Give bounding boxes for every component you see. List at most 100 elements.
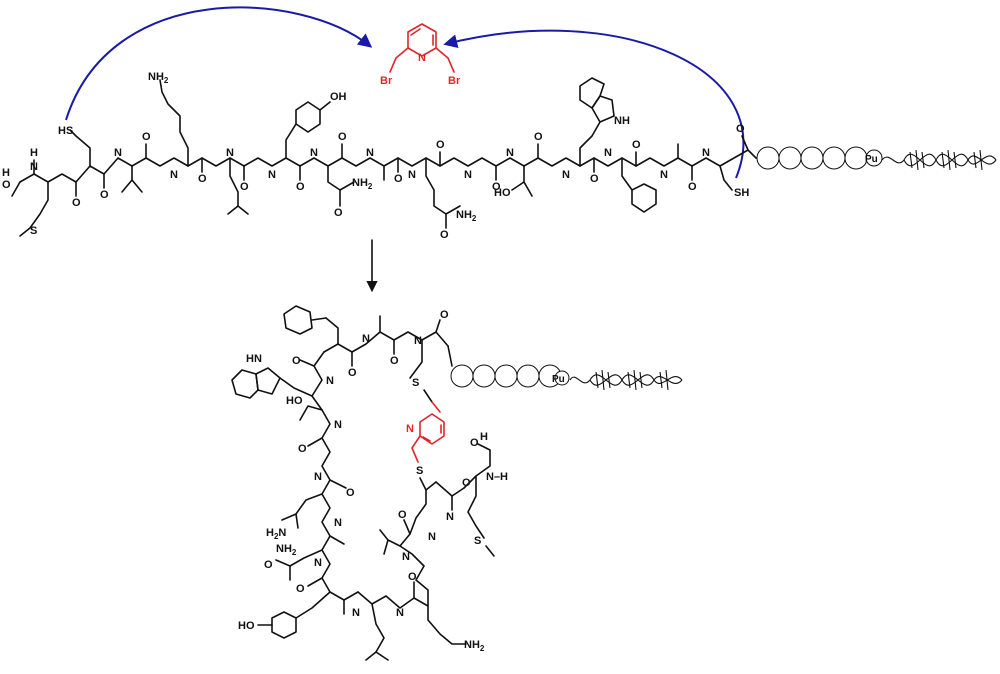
bromine-left-label: Br — [380, 75, 393, 87]
bead-linker-icon — [494, 364, 518, 388]
trp-nh-label: HN — [246, 353, 262, 365]
amide-n-label: N — [352, 607, 360, 619]
dna-helix-icon — [589, 369, 683, 391]
macrocyclic-peptide: O O O N N S N S Pu — [231, 305, 683, 661]
carbonyl-o-label: O — [298, 443, 307, 455]
bis-bromomethyl-pyridine: N Br Br — [380, 23, 461, 87]
bead-linker-icon — [756, 146, 780, 170]
lys-nh2-label: NH2 — [464, 639, 485, 653]
amide-n-label: N — [506, 147, 514, 159]
bead-linker-icon — [450, 364, 474, 388]
formyl-h-label: H — [2, 167, 10, 179]
formyl-h-label: H — [30, 147, 38, 159]
linear-peptide: O O O O O O O O O O O O O O O N N N N N … — [2, 71, 997, 241]
amide-n-label: N — [402, 551, 410, 563]
trp-nh-label: NH — [614, 115, 630, 127]
bead-linker-icon — [844, 146, 868, 170]
bead-linker-icon — [516, 364, 540, 388]
gln-nh2-label: NH2 — [456, 209, 477, 223]
asn-nh2-label: NH2 — [276, 543, 297, 557]
carbonyl-o-label: O — [346, 487, 355, 499]
formyl-o-label: O — [2, 179, 11, 191]
carbonyl-o-label: O — [398, 509, 407, 521]
dna-helix-icon — [903, 149, 997, 171]
carbonyl-o-label: O — [100, 189, 109, 201]
amide-n-label: N — [464, 169, 472, 181]
carbonyl-o-label: O — [394, 173, 403, 185]
formyl-h-label: H — [480, 431, 488, 443]
puromycin-label: Pu — [552, 374, 565, 385]
asn-o-label: O — [334, 207, 343, 219]
carbonyl-o-label: O — [198, 173, 207, 185]
carbonyl-o-label: O — [296, 583, 305, 595]
amide-n-label: N — [428, 531, 436, 543]
puromycin-label: Pu — [865, 154, 878, 165]
amide-n-label: N — [326, 375, 334, 387]
amide-n-label: N — [366, 147, 374, 159]
carbonyl-o-label: O — [240, 181, 249, 193]
carbonyl-o-label: O — [296, 181, 305, 193]
carbonyl-o-label: O — [736, 123, 745, 135]
amide-n-label: N — [310, 147, 318, 159]
formyl-nh-label: N–H — [486, 471, 508, 483]
pyridine-linker: N — [406, 401, 445, 463]
asn-o-label: O — [264, 559, 273, 571]
amide-n-label: N — [362, 333, 370, 345]
gln-nh2-label: H2N — [266, 527, 286, 541]
carbonyl-o-label: O — [348, 367, 357, 379]
carbonyl-o-label: O — [436, 139, 445, 151]
nucleophilic-attack-arrow-left — [65, 6, 373, 121]
amide-n-label: N — [226, 147, 234, 159]
amide-n-label: N — [314, 471, 322, 483]
amide-n-label: N — [702, 147, 710, 159]
bead-linker-icon — [800, 146, 824, 170]
amide-n-label: N — [604, 147, 612, 159]
asn-nh2-label: NH2 — [352, 177, 373, 191]
tyr-oh-label: OH — [330, 91, 347, 103]
amide-n-label: N — [334, 419, 342, 431]
carbonyl-o-label: O — [292, 355, 301, 367]
carbonyl-o-label: O — [440, 309, 449, 321]
s-bottom-label: S — [416, 465, 423, 477]
lys-nh2-label: NH2 — [148, 71, 169, 85]
bead-linker-icon — [778, 146, 802, 170]
linker-pyridine-n-label: N — [406, 423, 414, 435]
carbonyl-o-label: O — [492, 181, 501, 193]
amide-n-label: N — [446, 511, 454, 523]
cys-sh-left-label: HS — [58, 125, 73, 137]
tyr-oh-label: HO — [238, 620, 255, 632]
amide-n-label: N — [396, 607, 404, 619]
amide-n-label: N — [334, 517, 342, 529]
thr-oh-label: HO — [286, 395, 303, 407]
nucleophilic-attack-arrow-right — [443, 29, 745, 179]
amide-n-label: N — [660, 169, 668, 181]
formyl-o-label: O — [470, 437, 479, 449]
amide-n-label: N — [414, 335, 422, 347]
amide-n-label: N — [170, 169, 178, 181]
carbonyl-o-label: O — [590, 173, 599, 185]
carbonyl-o-label: O — [462, 477, 471, 489]
met-s-label: S — [474, 535, 481, 547]
carbonyl-o-label: O — [688, 181, 697, 193]
bromine-right-label: Br — [448, 75, 461, 87]
amide-n-label: N — [562, 169, 570, 181]
formyl-n-label: N — [30, 161, 38, 173]
carbonyl-o-label: O — [142, 131, 151, 143]
bead-linker-icon — [472, 364, 496, 388]
amide-n-label: N — [268, 169, 276, 181]
amide-n-label: N — [114, 147, 122, 159]
carbonyl-o-label: O — [72, 197, 81, 209]
carbonyl-o-label: O — [534, 131, 543, 143]
carbonyl-o-label: O — [408, 571, 417, 583]
s-top-label: S — [412, 377, 419, 389]
cys-sh-right-label: SH — [734, 187, 749, 199]
gln-o-label: O — [440, 229, 449, 241]
amide-n-label: N — [408, 169, 416, 181]
pyridine-n-label: N — [418, 52, 426, 64]
bead-linker-icon — [822, 146, 846, 170]
carbonyl-o-label: O — [338, 131, 347, 143]
thr-oh-label: HO — [494, 187, 511, 199]
carbonyl-o-label: O — [390, 355, 399, 367]
carbonyl-o-label: O — [632, 139, 641, 151]
amide-n-label: N — [314, 557, 322, 569]
